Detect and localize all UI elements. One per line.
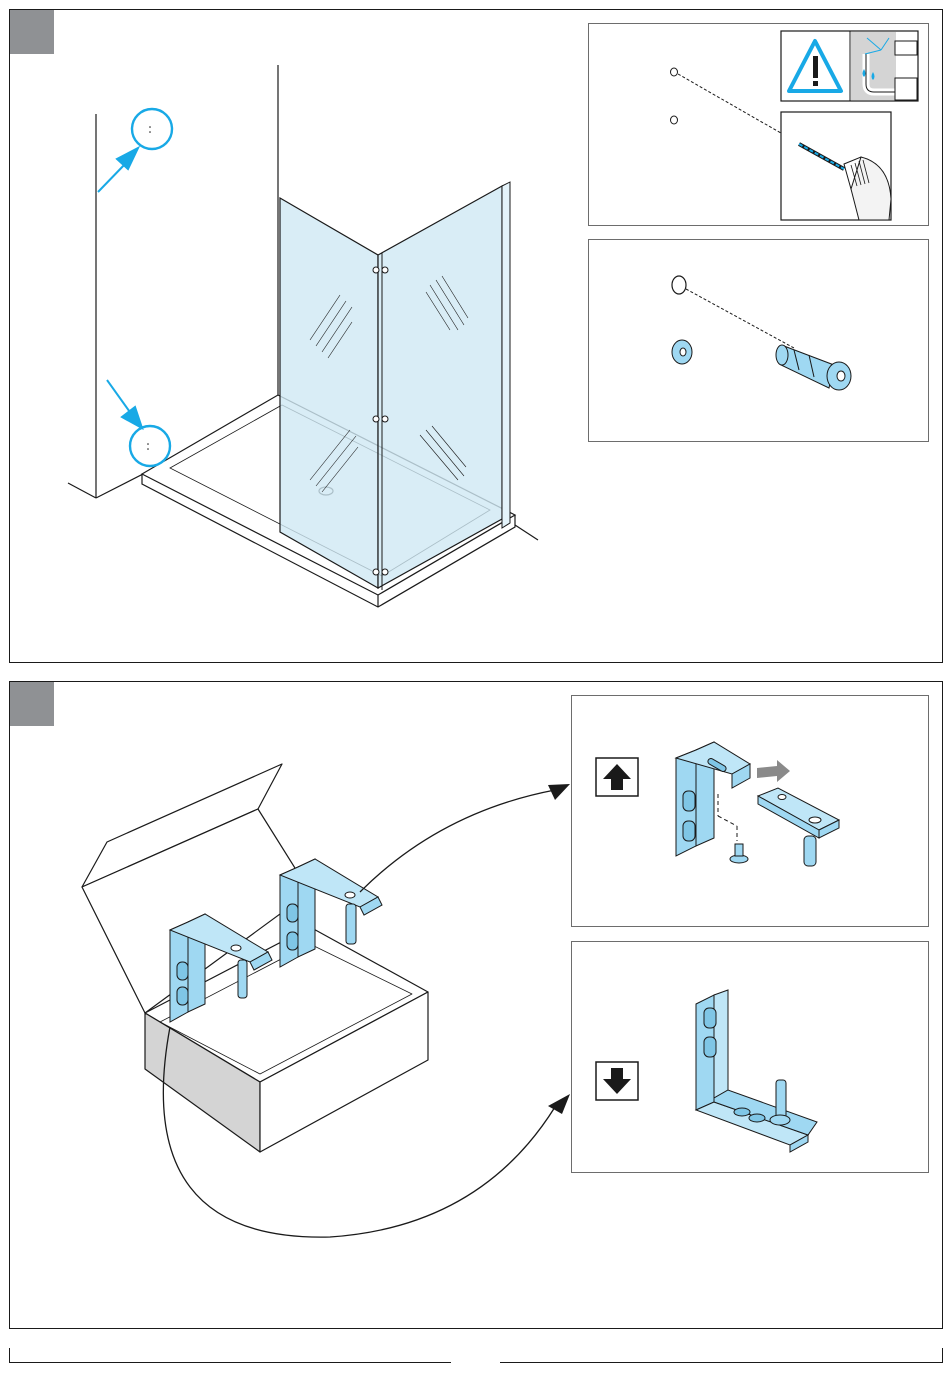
lower-hole-marker (130, 426, 170, 466)
wall-plug-detail-panel (588, 239, 929, 442)
drilling-detail-illustration (589, 24, 930, 227)
wall-plug-detail-illustration (589, 240, 930, 443)
upper-bracket-detail-panel (571, 695, 929, 927)
footer-left-tick (9, 1348, 10, 1363)
arrow-up-icon (596, 758, 638, 796)
step-2-panel (9, 681, 943, 1329)
footer-right-tick (942, 1348, 943, 1363)
arrow-down-icon (596, 1062, 638, 1100)
glass-panel-left (280, 198, 378, 588)
hinge-box-illustration (10, 682, 570, 1282)
drilling-detail-panel (588, 23, 929, 226)
footer-left-rule (9, 1362, 451, 1363)
lower-bracket-detail-panel (571, 941, 929, 1173)
upper-hole-marker (132, 109, 172, 149)
screw-icon (730, 844, 748, 863)
lower-bracket-detail-illustration (572, 942, 930, 1174)
shower-enclosure-illustration (10, 10, 570, 650)
lower-bracket-part (696, 990, 817, 1152)
upper-bracket-part (676, 742, 750, 856)
arrow-to-upper-marker (117, 148, 138, 169)
washer-icon (672, 340, 692, 364)
arrow-to-upper-detail (360, 790, 555, 892)
move-direction-arrow (757, 760, 790, 782)
pin-icon (758, 788, 839, 866)
wall-plug-icon (776, 345, 851, 390)
footer-right-rule (500, 1362, 942, 1363)
glass-panel-right (378, 186, 502, 588)
upper-bracket-detail-illustration (572, 696, 930, 928)
arrow-to-lower-marker (122, 407, 142, 428)
step-1-panel (9, 9, 943, 663)
wall-profile (502, 182, 510, 528)
